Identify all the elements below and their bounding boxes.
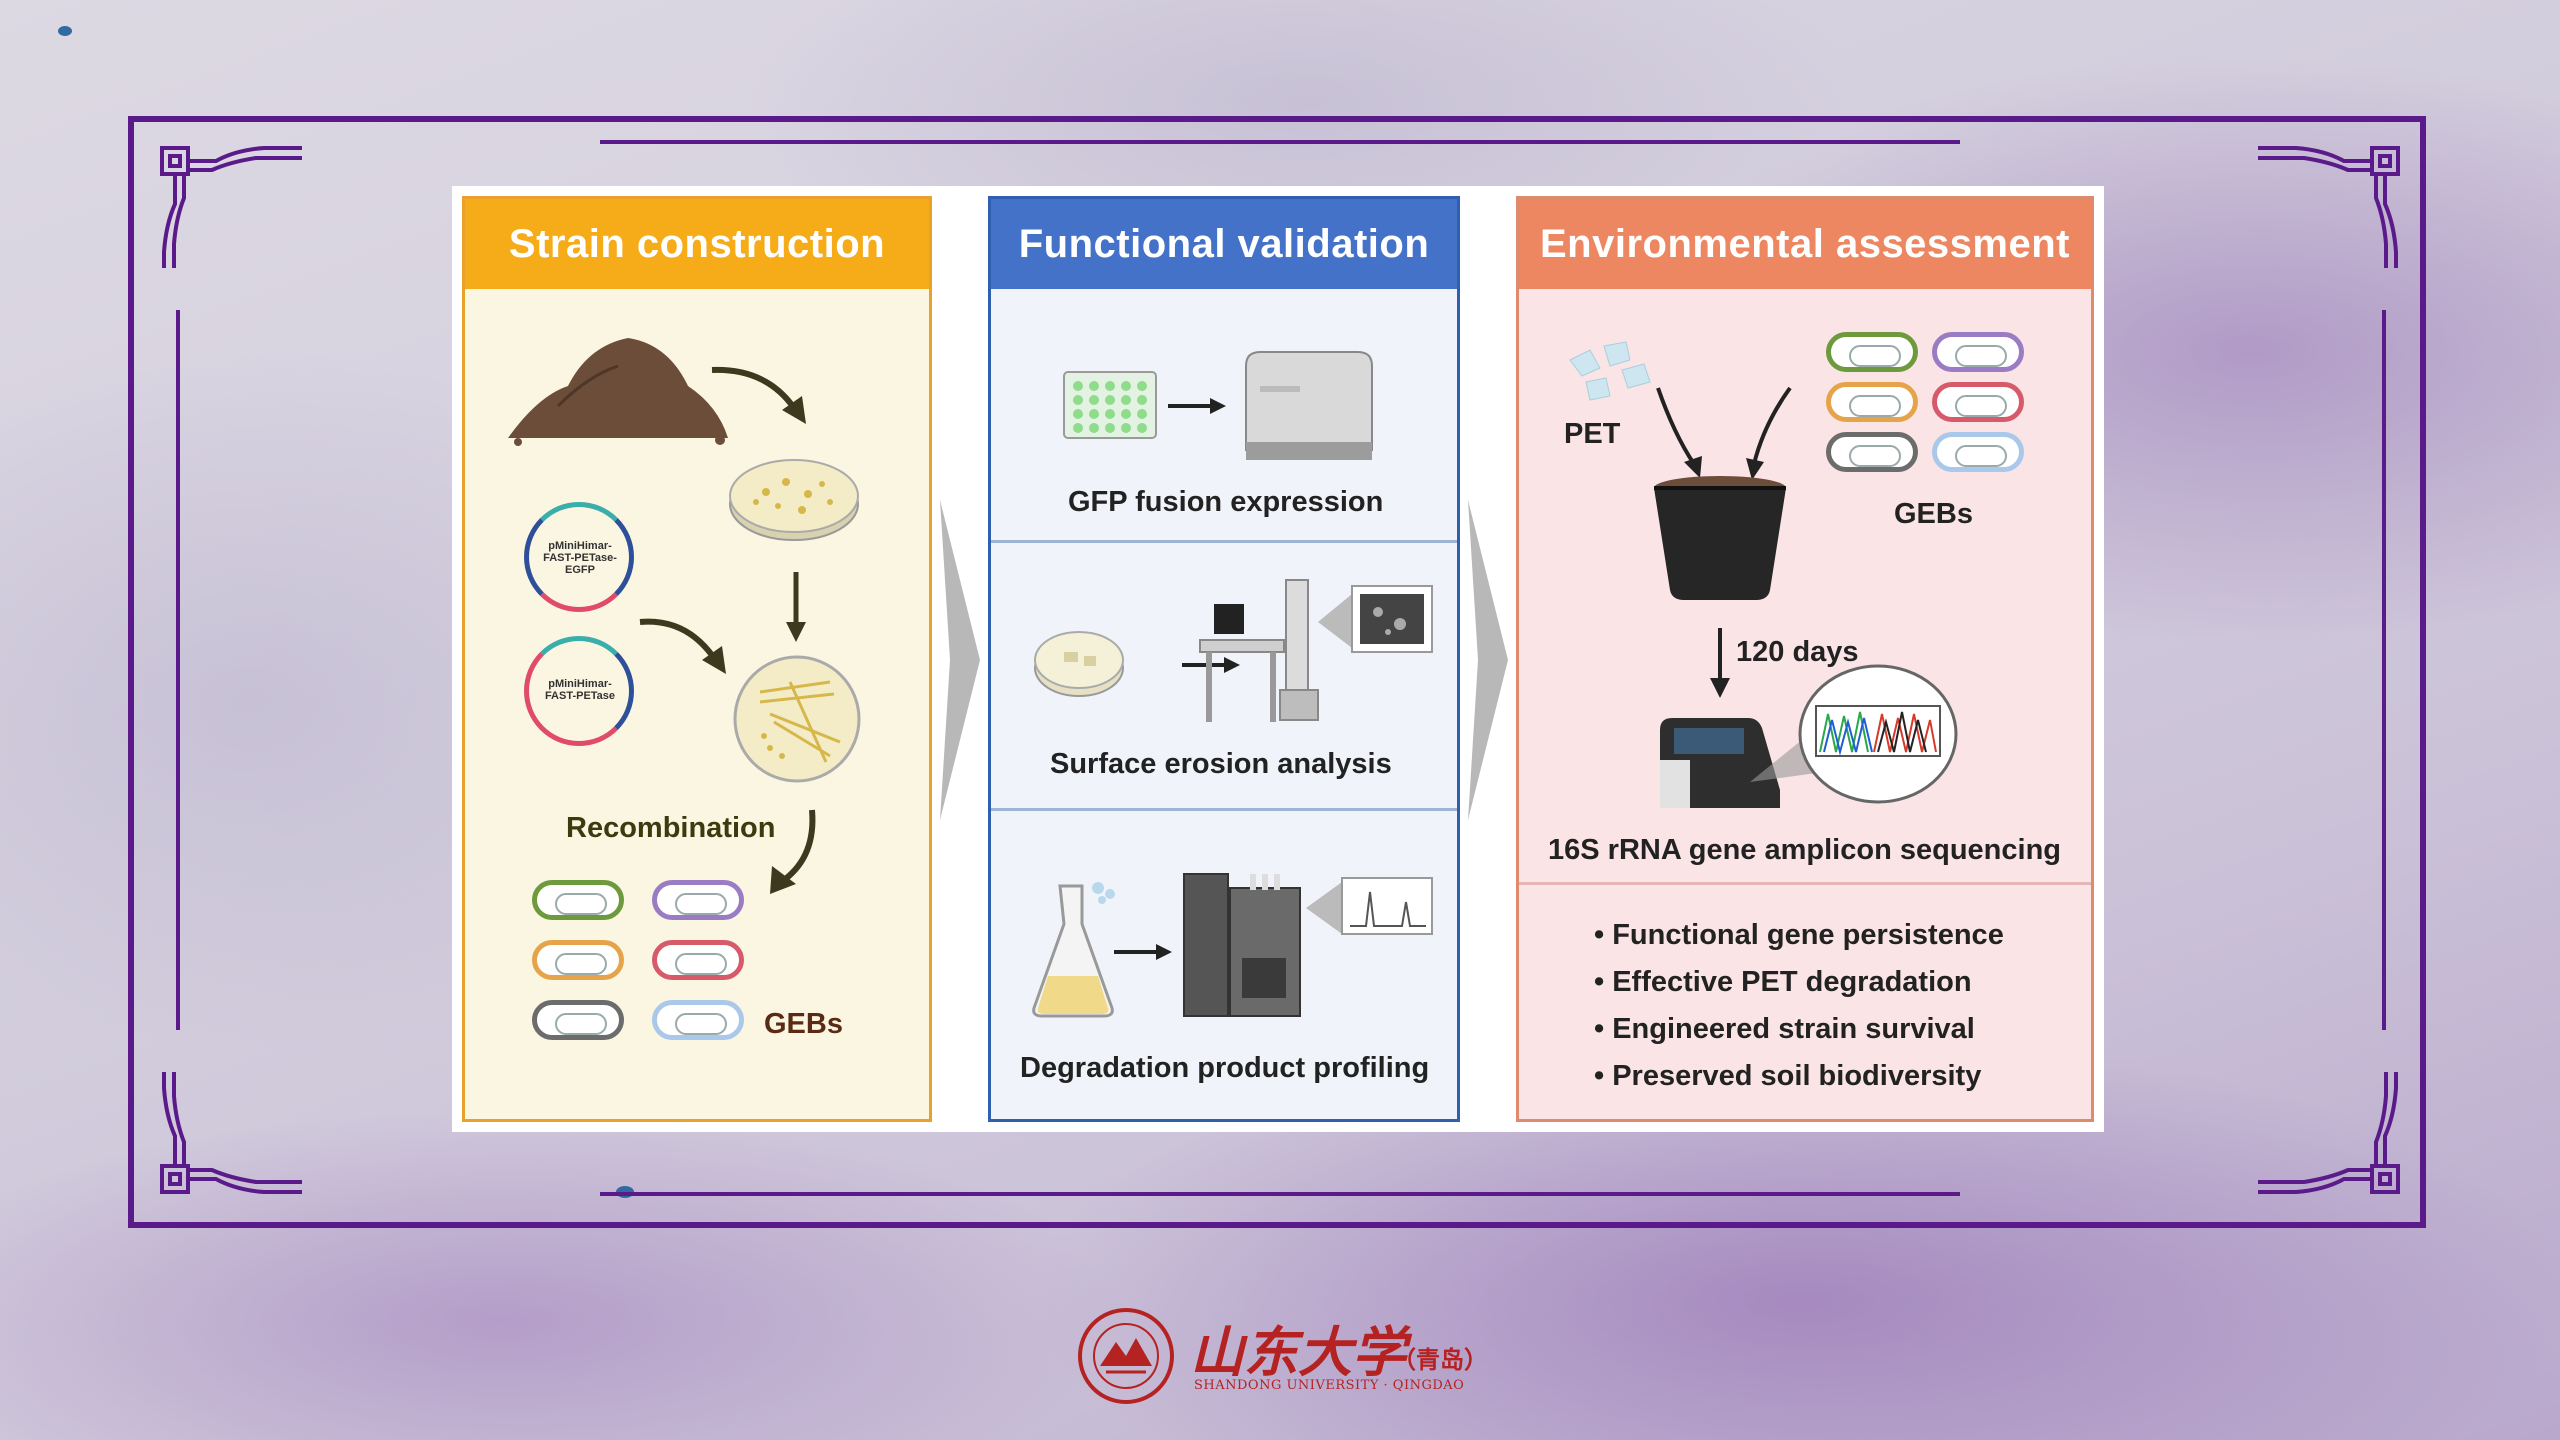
geb-purple-icon bbox=[652, 880, 744, 920]
corner-ornament-bottom-left bbox=[160, 1072, 302, 1194]
geb-gray-icon bbox=[1826, 432, 1918, 472]
university-campus-cn: （青岛） bbox=[1392, 1345, 1488, 1374]
well-plate-icon bbox=[1063, 371, 1157, 439]
soil-pile-icon bbox=[508, 338, 728, 446]
chevron-right-icon bbox=[1468, 500, 1508, 820]
university-seal-logo bbox=[1078, 1308, 1174, 1404]
electron-microscope-icon bbox=[1199, 579, 1319, 722]
right-arrow-icon bbox=[1168, 398, 1226, 414]
curved-arrow-icon bbox=[711, 366, 806, 424]
frame-inner-top-line bbox=[600, 140, 1960, 144]
list-item: Functional gene persistence bbox=[1594, 912, 2004, 959]
geb-lightblue-icon bbox=[1932, 432, 2024, 472]
chevron-right-icon bbox=[940, 500, 980, 820]
sem-image-callout-icon bbox=[1318, 585, 1433, 653]
decorative-frame bbox=[128, 116, 2426, 1228]
geb-gray-icon bbox=[532, 1000, 624, 1040]
degradation-product-profiling-label: Degradation product profiling bbox=[1020, 1052, 1430, 1084]
list-item: Preserved soil biodiversity bbox=[1594, 1053, 2004, 1100]
frame-inner-left-line bbox=[176, 310, 180, 1030]
outcomes-list: Functional gene persistence Effective PE… bbox=[1594, 912, 2004, 1100]
geb-green-icon bbox=[1826, 332, 1918, 372]
flask-icon bbox=[1032, 882, 1115, 1018]
curved-arrow-icon bbox=[770, 809, 816, 894]
university-name-cn: 山东大学 bbox=[1190, 1320, 1406, 1384]
environmental-assessment-title: Environmental assessment bbox=[1519, 199, 2091, 289]
list-item: Engineered strain survival bbox=[1594, 1006, 2004, 1053]
plasmid-1-label: pMiniHimar-FAST-PETase-EGFP bbox=[543, 540, 617, 576]
converging-arrows-icon bbox=[1656, 386, 1792, 480]
divider bbox=[991, 808, 1457, 811]
hplc-instrument-icon bbox=[1183, 873, 1301, 1017]
streaked-plate-icon bbox=[733, 655, 861, 783]
corner-ornament-top-left bbox=[160, 146, 302, 268]
sequencing-label: 16S rRNA gene amplicon sequencing bbox=[1548, 834, 2061, 866]
recombination-label: Recombination bbox=[566, 812, 776, 844]
ink-spot bbox=[58, 26, 72, 36]
list-item: Effective PET degradation bbox=[1594, 959, 2004, 1006]
frame-inner-bottom-line bbox=[600, 1192, 1960, 1196]
divider bbox=[991, 540, 1457, 543]
incubation-duration-label: 120 days bbox=[1736, 636, 1859, 668]
geb-orange-icon bbox=[532, 940, 624, 980]
down-arrow-icon bbox=[1710, 628, 1730, 698]
frame-inner-right-line bbox=[2382, 310, 2386, 1030]
plasmid-1-icon bbox=[524, 502, 634, 612]
chromatogram-callout-icon bbox=[1306, 877, 1433, 935]
surface-erosion-analysis-label: Surface erosion analysis bbox=[1050, 748, 1392, 780]
plasmid-2-label: pMiniHimar-FAST-PETase bbox=[544, 678, 616, 702]
geb-red-icon bbox=[1932, 382, 2024, 422]
down-arrow-icon bbox=[786, 572, 806, 642]
right-arrow-icon bbox=[1114, 944, 1172, 960]
curved-arrow-icon bbox=[639, 618, 726, 674]
right-arrow-icon bbox=[1182, 657, 1240, 673]
chromatogram-magnified-icon bbox=[1750, 664, 1958, 804]
geb-orange-icon bbox=[1826, 382, 1918, 422]
geb-lightblue-icon bbox=[652, 1000, 744, 1040]
pet-label: PET bbox=[1564, 418, 1621, 450]
soil-pot-icon bbox=[1654, 476, 1786, 600]
plate-reader-icon bbox=[1245, 351, 1373, 460]
divider bbox=[1519, 882, 2091, 885]
sequencer-icon bbox=[1660, 718, 1780, 808]
university-name-en: SHANDONG UNIVERSITY · QINGDAO bbox=[1194, 1378, 1465, 1393]
geb-purple-icon bbox=[1932, 332, 2024, 372]
gfp-fusion-expression-label: GFP fusion expression bbox=[1068, 486, 1384, 518]
plasmid-2-icon bbox=[524, 636, 634, 746]
functional-validation-title: Functional validation bbox=[991, 199, 1457, 289]
strain-construction-title: Strain construction bbox=[465, 199, 929, 289]
geb-red-icon bbox=[652, 940, 744, 980]
gebs-label: GEBs bbox=[1894, 498, 1973, 530]
gebs-label: GEBs bbox=[764, 1008, 843, 1040]
geb-green-icon bbox=[532, 880, 624, 920]
corner-ornament-bottom-right bbox=[2258, 1072, 2400, 1194]
petri-dish-colonies-icon bbox=[729, 459, 859, 541]
petri-dish-icon bbox=[1034, 631, 1124, 697]
pet-fragments-icon bbox=[1569, 341, 1651, 401]
corner-ornament-top-right bbox=[2258, 146, 2400, 268]
